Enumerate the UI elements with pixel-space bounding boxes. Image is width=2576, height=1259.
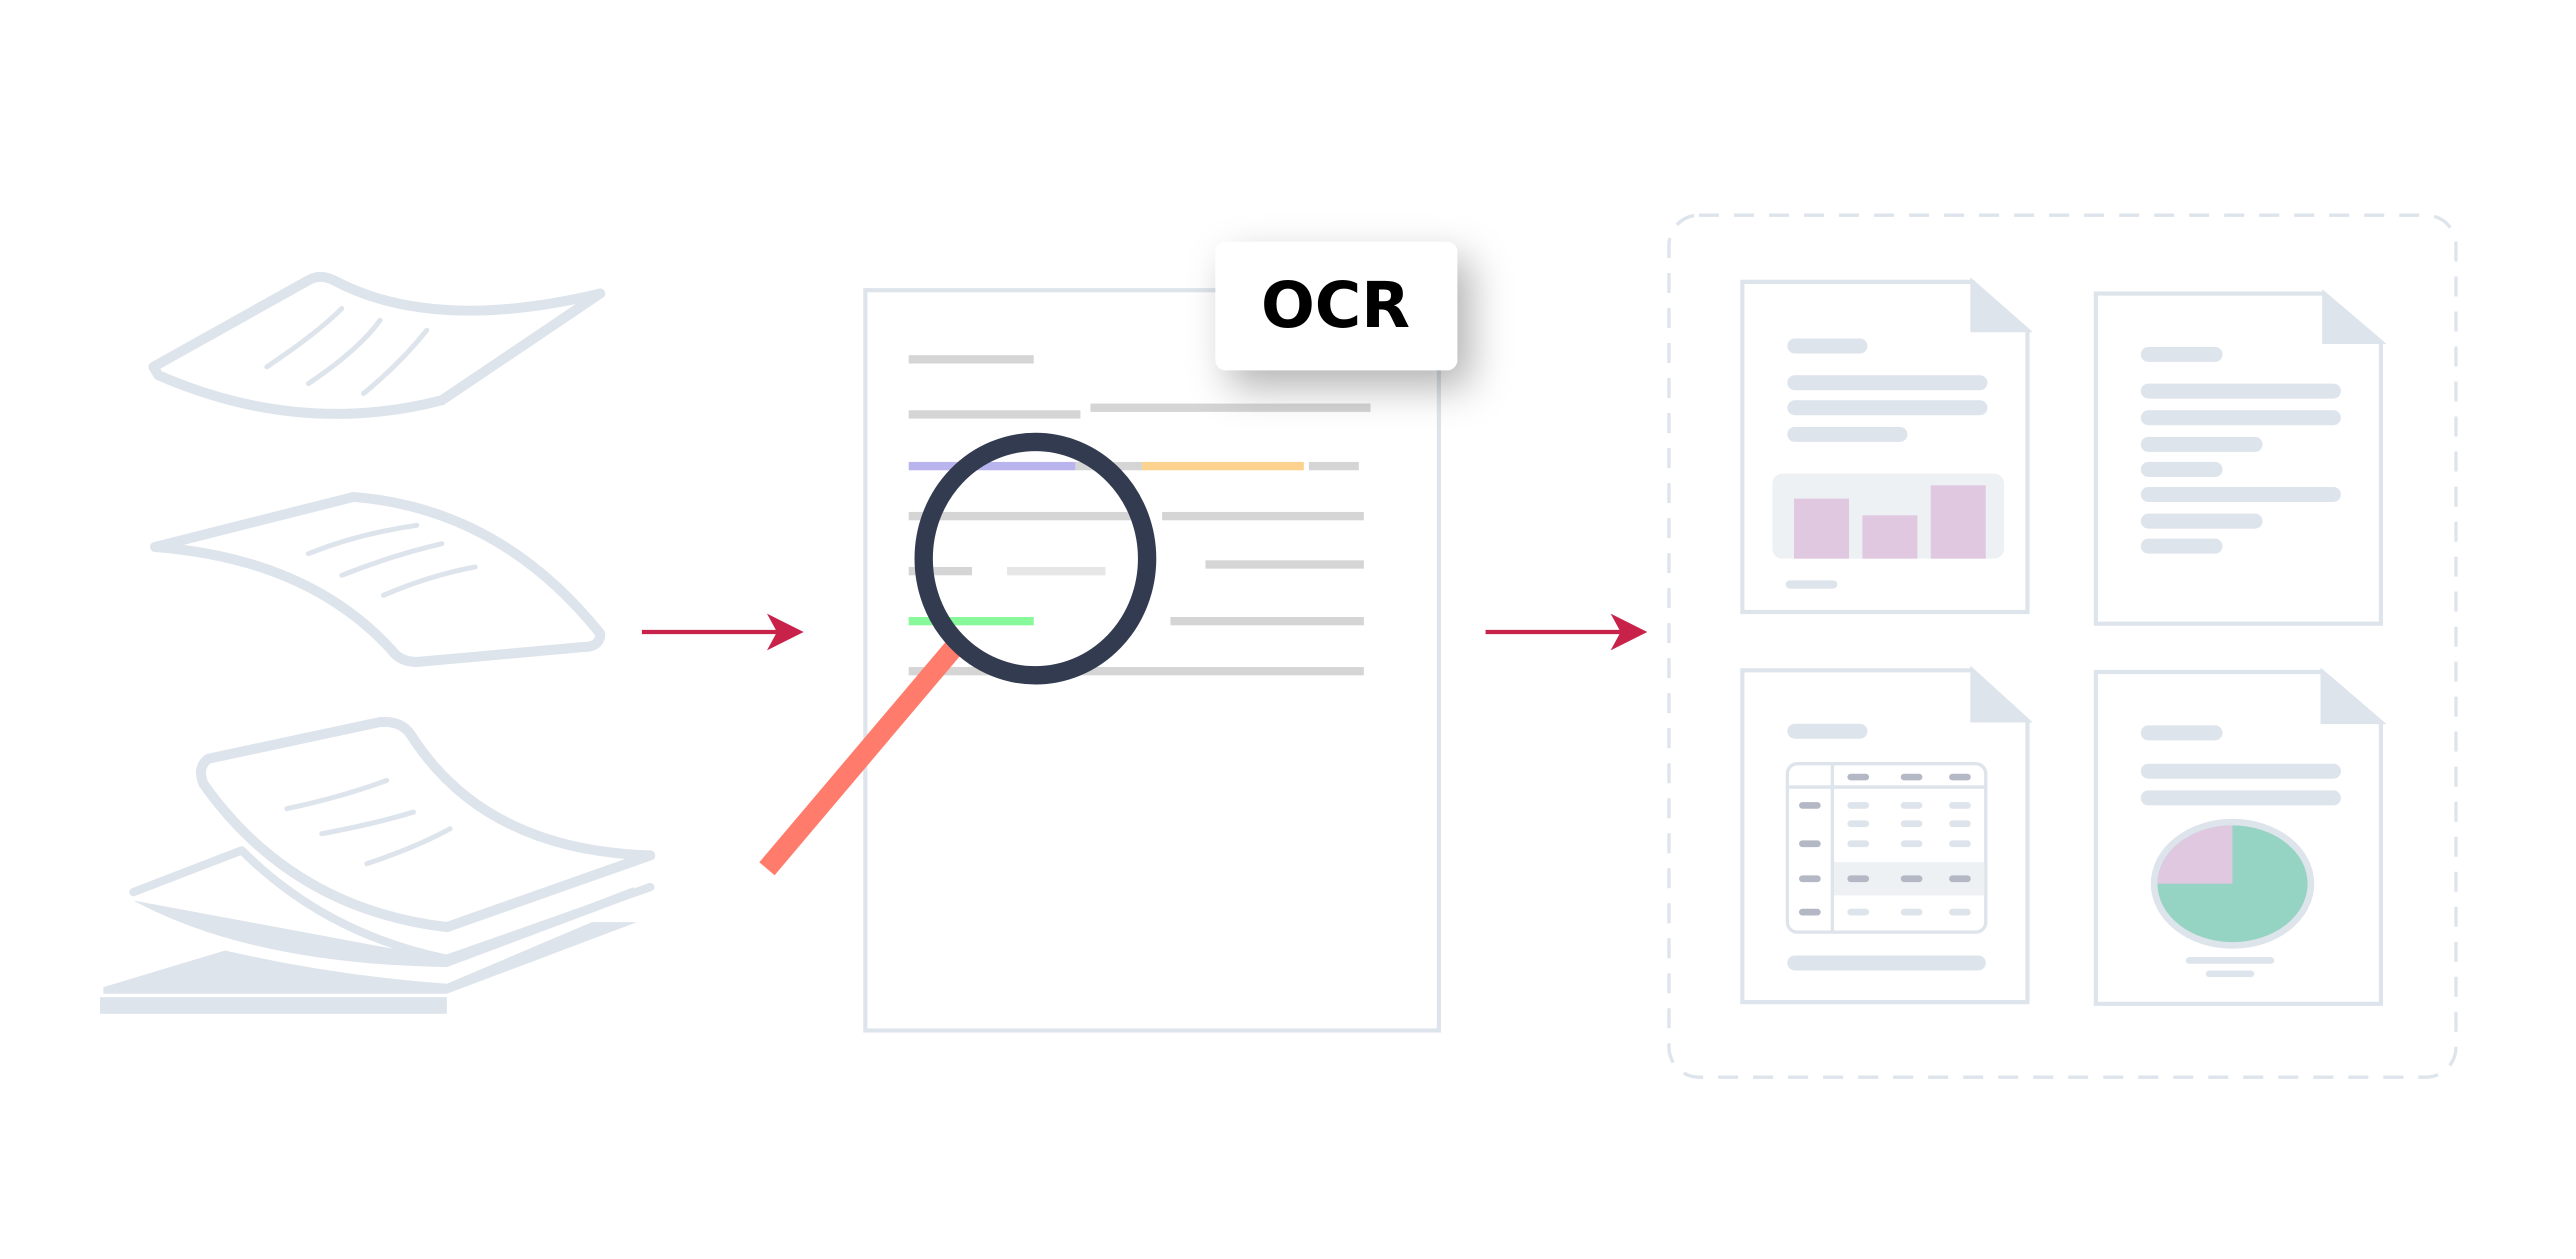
output-doc-text: [2093, 289, 2387, 626]
paper-sheet-1: [148, 271, 606, 419]
highlight-orange: [1142, 461, 1304, 471]
paper-stack-layer-3: [103, 922, 637, 994]
output-doc-bar-chart: [1740, 277, 2033, 615]
paper-sheet-2: [150, 491, 606, 668]
highlight-green: [908, 616, 1034, 626]
ocr-label: OCR: [1261, 268, 1410, 342]
ocr-badge: OCR: [1215, 241, 1458, 371]
input-papers: [100, 271, 656, 1014]
scanned-document: [863, 288, 1441, 1033]
pie-slice-purple: [2157, 825, 2233, 884]
output-doc-table: [1740, 665, 2033, 1005]
paper-stack-layer-2: [133, 887, 634, 968]
paper-stack-base: [100, 997, 447, 1014]
magnifier-icon: [759, 432, 1157, 876]
highlight-purple: [908, 461, 1076, 471]
paper-sheet-3: [195, 716, 656, 933]
arrow-to-ocr: [641, 613, 804, 651]
output-doc-pie-chart: [2093, 667, 2387, 1006]
bar: [1794, 498, 1850, 559]
output-container: [1667, 213, 2458, 1079]
arrow-to-output: [1485, 613, 1648, 651]
bar: [1862, 515, 1918, 559]
paper-stack-layer-1: [129, 846, 655, 963]
text-lines: [908, 355, 1371, 676]
bar: [1930, 485, 1986, 559]
